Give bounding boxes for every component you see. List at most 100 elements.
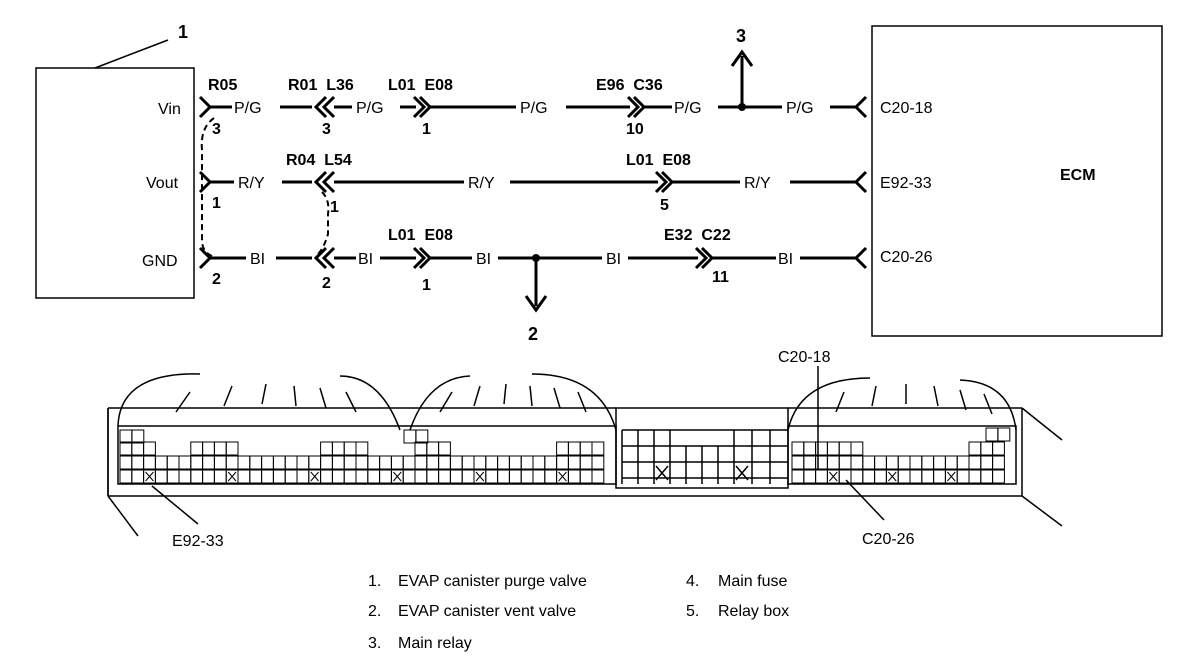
pin-cell (449, 469, 463, 484)
pin-cell (591, 469, 605, 484)
legend-text-5: Relay box (718, 603, 789, 620)
pin-cell (320, 441, 333, 456)
vout-color-2: R/Y (468, 175, 495, 192)
pin-label-vout: Vout (146, 175, 179, 192)
pin-cell (190, 455, 204, 470)
pin-cell (249, 455, 263, 470)
pin-cell (438, 469, 451, 484)
pin-cell (343, 441, 357, 456)
purge-valve-box (35, 67, 195, 299)
pin-cell (213, 455, 227, 470)
pin-cell (997, 427, 1011, 442)
pin-cell-blank (888, 471, 897, 482)
connector-label-c20-26: C20-26 (862, 531, 915, 548)
pin-cell (426, 469, 440, 484)
pin-cell (131, 441, 145, 456)
pin-cell (579, 455, 593, 470)
pin-cell (803, 441, 817, 456)
pin-cell (320, 455, 333, 470)
pin-cell (415, 429, 429, 444)
callout-line-1 (94, 39, 169, 69)
pin-cell (284, 455, 298, 470)
pin-cell (862, 469, 876, 484)
pin-cell (414, 455, 428, 470)
pin-cell (403, 429, 417, 444)
pin-cell (190, 469, 204, 484)
pin-cell (980, 455, 994, 470)
pin-cell (225, 441, 239, 456)
pin-cell-blank (475, 471, 485, 482)
gnd-color-2: BI (358, 251, 373, 268)
legend: 1. EVAP canister purge valve 2. EVAP can… (368, 573, 789, 652)
pin-cell (567, 469, 581, 484)
pin-cell (591, 441, 605, 456)
shield-left (200, 117, 215, 257)
pin-cell (119, 429, 133, 444)
pin-cell-blank (227, 471, 237, 482)
pin-cell (803, 455, 817, 470)
pin-cell (379, 455, 392, 470)
pin-cell (992, 469, 1005, 484)
pin-cell (178, 455, 192, 470)
leader-e92-33 (151, 485, 199, 525)
vin-conn3-codes: L01 E08 (388, 77, 453, 94)
pin-cell (143, 441, 156, 456)
pin-cell (992, 441, 1005, 456)
legend-text-3: Main relay (398, 635, 472, 652)
pin-cell (791, 441, 805, 456)
pin-cell (308, 455, 322, 470)
pin-cell (838, 441, 852, 456)
pin-cell (320, 469, 333, 484)
pin-cell (791, 455, 805, 470)
pin-cell (803, 469, 817, 484)
pin-cell (438, 455, 451, 470)
callout-2: 2 (528, 324, 538, 344)
pin-cell (296, 455, 310, 470)
pin-cell (461, 469, 475, 484)
pin-cell (402, 469, 416, 484)
vout-conn1-pin: 1 (212, 195, 221, 212)
pin-cell (237, 455, 251, 470)
pin-cell (497, 455, 510, 470)
pin-label-gnd: GND (142, 253, 178, 270)
pin-cell (426, 455, 440, 470)
legend-num-3: 3. (368, 635, 381, 652)
pin-cell (331, 455, 345, 470)
gnd-color-1: BI (250, 251, 265, 268)
pin-cell (579, 441, 593, 456)
legend-text-2: EVAP canister vent valve (398, 603, 576, 620)
pin-cell (980, 441, 994, 456)
ecm-box (871, 25, 1163, 337)
pin-cell (249, 469, 263, 484)
pin-cell (131, 429, 145, 444)
pin-cell (131, 469, 145, 484)
pin-cell (508, 469, 522, 484)
vout-conn3-pin: 5 (660, 197, 669, 214)
pin-cell (520, 455, 534, 470)
pin-cell (154, 455, 168, 470)
vin-color-1: P/G (234, 100, 262, 117)
pin-cell (355, 455, 369, 470)
pin-cell (791, 469, 805, 484)
shield-right (317, 191, 330, 255)
pin-cell (143, 455, 156, 470)
gnd-conn3-pin: 1 (422, 277, 431, 294)
gnd-color-3: BI (476, 251, 491, 268)
vout-color-1: R/Y (238, 175, 265, 192)
wire-vin (198, 49, 868, 119)
pin-cell (850, 441, 864, 456)
pin-cell (237, 469, 251, 484)
pin-cell (426, 441, 440, 456)
pin-cell (414, 441, 428, 456)
pin-cell (261, 469, 274, 484)
pin-label-vin: Vin (158, 101, 181, 118)
legend-text-4: Main fuse (718, 573, 787, 590)
pin-cell (485, 455, 499, 470)
pin-cell (331, 441, 345, 456)
pin-cell (968, 441, 982, 456)
pin-cell (284, 469, 298, 484)
pin-cell (933, 455, 946, 470)
pin-cell (166, 469, 180, 484)
pin-cell (556, 441, 569, 456)
pin-cell (921, 469, 935, 484)
